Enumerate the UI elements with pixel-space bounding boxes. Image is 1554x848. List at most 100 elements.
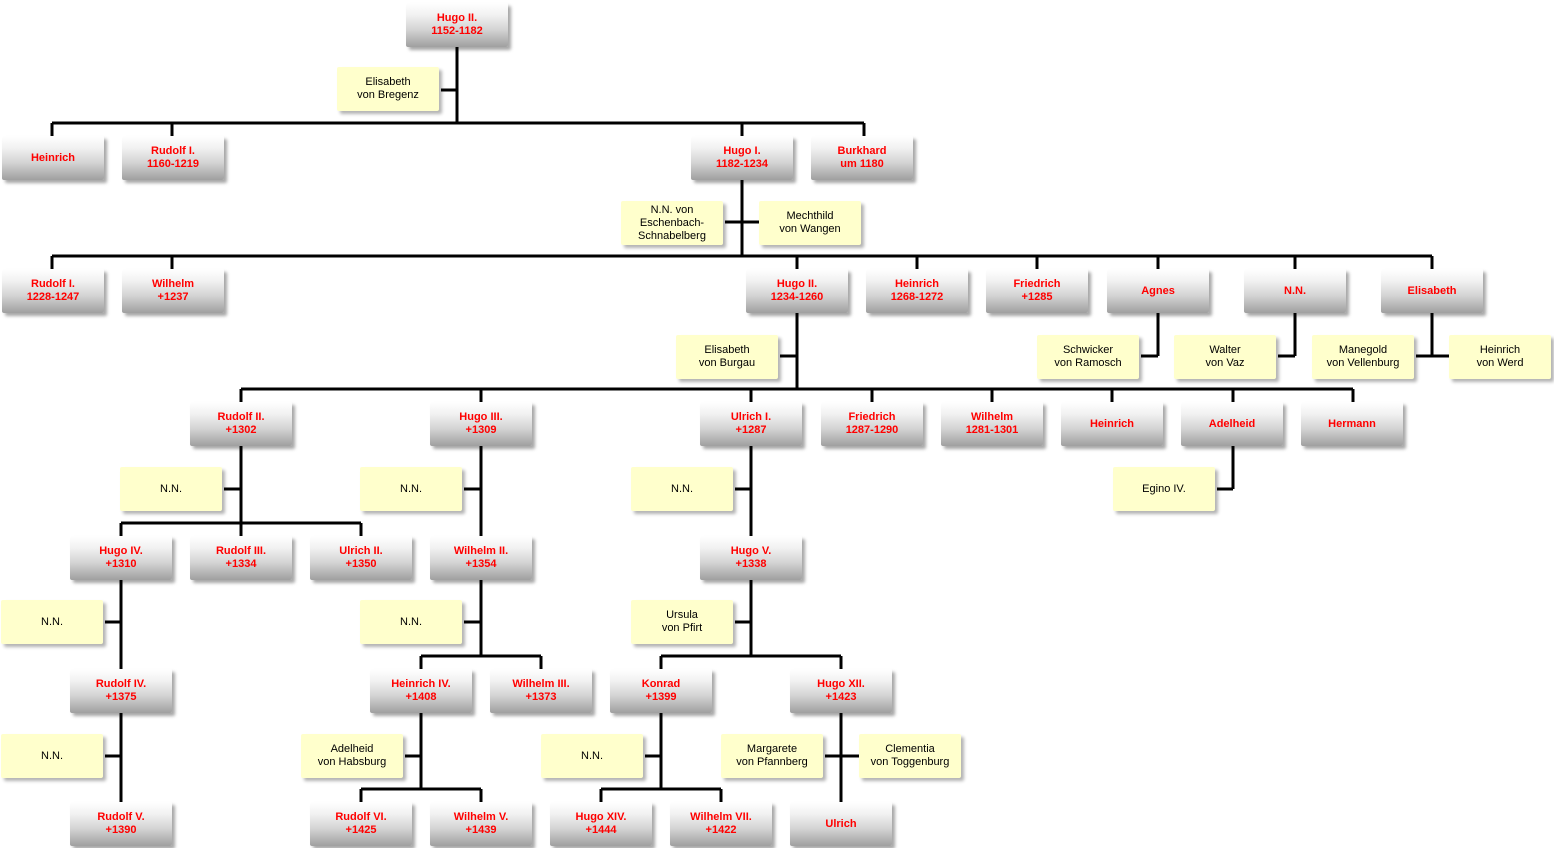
- person-name: Heinrich: [894, 278, 939, 290]
- person-box-rudolf-ii: Rudolf II.+1302: [190, 402, 292, 446]
- spouse-box-nn-hugo-iii: N.N.: [360, 467, 462, 511]
- person-box-rudolf-i-1228: Rudolf I.1228-1247: [2, 269, 104, 313]
- spouse-line: Margarete: [746, 743, 798, 755]
- person-dates: 1268-1272: [890, 291, 944, 303]
- person-name: N.N.: [1284, 284, 1306, 297]
- person-dates: um 1180: [840, 158, 884, 170]
- spouse-line: Heinrich: [1479, 344, 1521, 356]
- spouse-box-egino-iv: Egino IV.: [1113, 467, 1215, 511]
- person-dates: +1444: [585, 824, 617, 836]
- person-box-hugo-ii-1152: Hugo II.1152-1182: [406, 3, 508, 47]
- person-box-wilhelm-vii: Wilhelm VII.+1422: [670, 802, 772, 846]
- person-dates: +1338: [735, 558, 767, 570]
- person-name: Rudolf III.: [215, 545, 267, 557]
- spouse-line: Schnabelberg: [638, 229, 706, 242]
- person-dates: +1350: [345, 558, 377, 570]
- person-dates: +1423: [825, 691, 857, 703]
- spouse-line: N.N.: [160, 482, 182, 495]
- person-name: Konrad: [641, 678, 681, 690]
- person-dates: +1408: [405, 691, 437, 703]
- person-name: Hugo I.: [723, 145, 761, 157]
- person-box-agnes: Agnes: [1107, 269, 1209, 313]
- person-box-hermann: Hermann: [1301, 402, 1403, 446]
- spouse-line: von Pfirt: [661, 622, 703, 634]
- person-dates: 1182-1234: [716, 158, 768, 170]
- spouse-box-nn-wilhelm-ii: N.N.: [360, 600, 462, 644]
- spouse-line: Elisabeth: [365, 76, 411, 88]
- person-box-hugo-iii: Hugo III.+1309: [430, 402, 532, 446]
- spouse-box-nn-konrad: N.N.: [541, 734, 643, 778]
- spouse-box-nn-rudolf-ii: N.N.: [120, 467, 222, 511]
- person-name: Hugo V.: [730, 545, 772, 557]
- person-dates: 1281-1301: [965, 424, 1019, 436]
- person-name: Wilhelm II.: [453, 545, 509, 557]
- person-box-rudolf-vi: Rudolf VI.+1425: [310, 802, 412, 846]
- person-name: Burkhard: [837, 145, 887, 157]
- person-dates: +1439: [465, 824, 497, 836]
- person-name: Rudolf VI.: [335, 811, 387, 823]
- spouse-line: N.N.: [41, 615, 63, 628]
- person-dates: 1234-1260: [770, 291, 824, 303]
- person-name: Heinrich IV.: [391, 678, 451, 690]
- person-dates: +1310: [105, 558, 137, 570]
- spouse-line: von Werd: [1476, 357, 1524, 369]
- spouse-line: Mechthild: [786, 210, 834, 222]
- person-name: Hugo XII.: [817, 678, 865, 690]
- spouse-line: Ursula: [666, 609, 698, 621]
- person-box-rudolf-i-1160: Rudolf I.1160-1219: [122, 136, 224, 180]
- person-name: Rudolf I.: [31, 278, 75, 290]
- person-name: Rudolf V.: [97, 811, 145, 823]
- person-dates: +1422: [705, 824, 737, 836]
- person-dates: +1334: [225, 558, 257, 570]
- person-dates: +1302: [225, 424, 257, 436]
- person-dates: +1375: [105, 691, 137, 703]
- spouse-line: Schwicker: [1062, 344, 1114, 356]
- person-box-rudolf-iii: Rudolf III.+1334: [190, 536, 292, 580]
- person-name: Elisabeth: [1407, 284, 1457, 297]
- person-box-konrad: Konrad+1399: [610, 669, 712, 713]
- person-name: Agnes: [1141, 284, 1175, 297]
- spouse-line: Egino IV.: [1142, 482, 1186, 495]
- person-dates: +1399: [645, 691, 677, 703]
- person-name: Hermann: [1328, 417, 1376, 430]
- person-box-wilhelm-v: Wilhelm V.+1439: [430, 802, 532, 846]
- person-name: Wilhelm: [970, 411, 1014, 423]
- person-box-heinrich-g1: Heinrich: [2, 136, 104, 180]
- person-dates: +1390: [105, 824, 137, 836]
- person-name: Wilhelm: [151, 278, 195, 290]
- person-box-ulrich-ii: Ulrich II.+1350: [310, 536, 412, 580]
- spouse-line: von Burgau: [698, 357, 756, 369]
- person-box-heinrich-iv: Heinrich IV.+1408: [370, 669, 472, 713]
- person-box-ulrich: Ulrich: [790, 802, 892, 846]
- person-name: Hugo II.: [776, 278, 818, 290]
- spouse-line: von Toggenburg: [870, 756, 950, 768]
- spouse-line: N.N.: [671, 482, 693, 495]
- person-box-ulrich-i: Ulrich I.+1287: [700, 402, 802, 446]
- person-name: Friedrich: [848, 411, 896, 423]
- person-box-rudolf-v: Rudolf V.+1390: [70, 802, 172, 846]
- spouse-line: Adelheid: [330, 743, 374, 755]
- person-dates: 1160-1219: [147, 158, 199, 170]
- spouse-line: N.N.: [400, 615, 422, 628]
- person-name: Rudolf II.: [217, 411, 265, 423]
- spouse-line: Clementia: [885, 743, 935, 755]
- person-dates: +1237: [157, 291, 189, 303]
- person-name: Heinrich: [30, 151, 75, 164]
- spouse-line: von Ramosch: [1054, 357, 1122, 369]
- person-box-hugo-i-1182: Hugo I.1182-1234: [691, 136, 793, 180]
- person-dates: +1354: [465, 558, 497, 570]
- person-dates: 1152-1182: [431, 25, 483, 37]
